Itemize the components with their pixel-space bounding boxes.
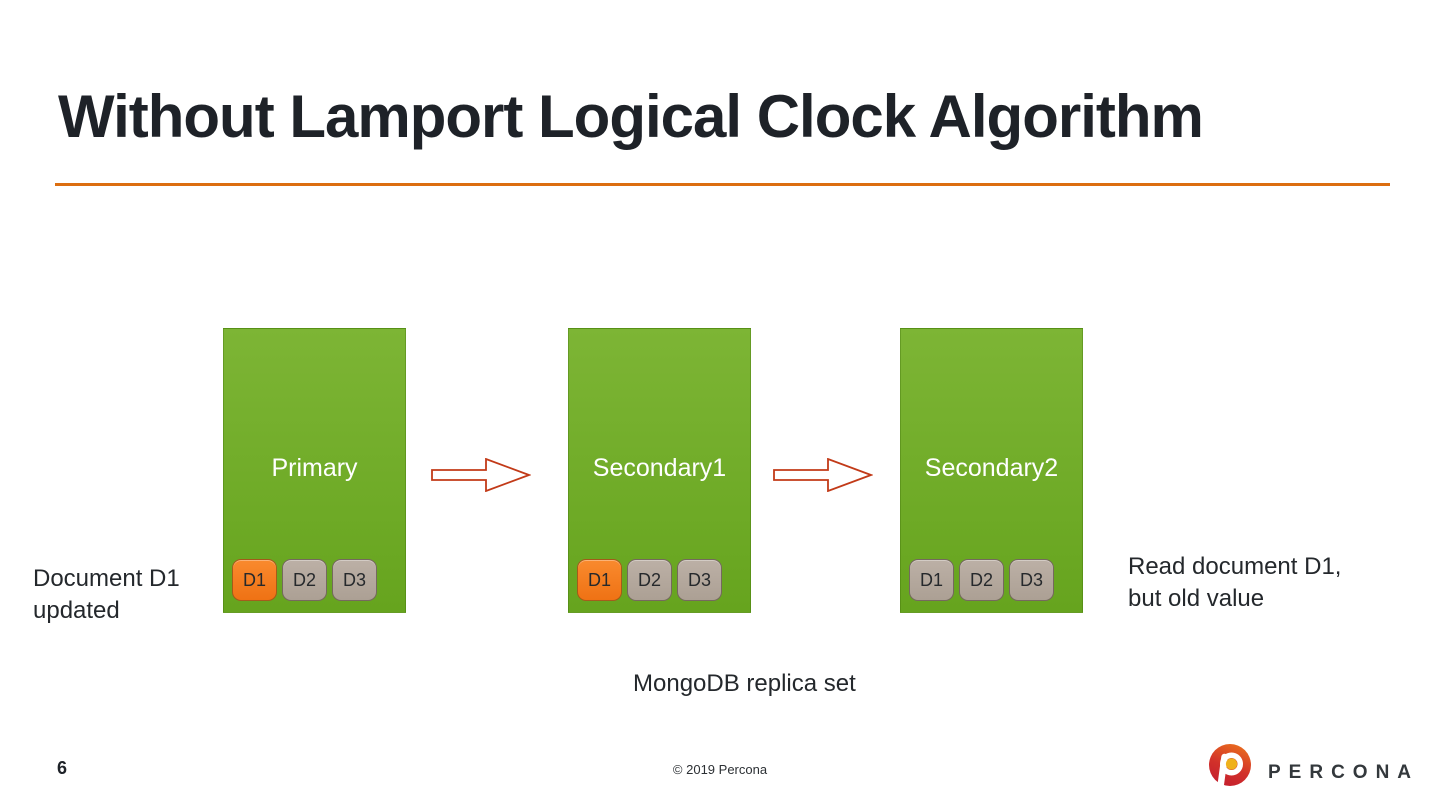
- replication-arrow-icon: [773, 458, 873, 492]
- node-label: Primary: [271, 453, 358, 482]
- doc-chip: D3: [677, 559, 722, 601]
- annotation-read-old-value: Read document D1, but old value: [1128, 553, 1342, 612]
- percona-logo: PERCONA: [1206, 742, 1419, 800]
- annotation-document-updated: Document D1 updated: [33, 565, 180, 624]
- doc-chip: D1: [909, 559, 954, 601]
- doc-chip: D1: [232, 559, 277, 601]
- node-label: Secondary1: [592, 453, 727, 482]
- page-number: 6: [57, 758, 68, 778]
- copyright: © 2019 Percona: [672, 762, 768, 777]
- title-rule: [55, 183, 1390, 186]
- node-primary: Primary D1 D2 D3: [223, 328, 406, 613]
- doc-chip: D2: [282, 559, 327, 601]
- replication-arrow-icon: [431, 458, 531, 492]
- doc-row: D1 D2 D3: [909, 559, 1054, 601]
- doc-chip: D3: [332, 559, 377, 601]
- doc-chip: D1: [577, 559, 622, 601]
- percona-logo-icon: [1209, 744, 1251, 798]
- percona-wordmark: PERCONA: [1268, 762, 1420, 783]
- doc-chip: D3: [1009, 559, 1054, 601]
- node-label: Secondary2: [924, 453, 1059, 482]
- node-secondary2: Secondary2 D1 D2 D3: [900, 328, 1083, 613]
- node-secondary1: Secondary1 D1 D2 D3: [568, 328, 751, 613]
- slide-title: Without Lamport Logical Clock Algorithm: [58, 83, 1204, 150]
- doc-chip: D2: [627, 559, 672, 601]
- doc-chip: D2: [959, 559, 1004, 601]
- diagram-caption: MongoDB replica set: [633, 670, 856, 697]
- doc-row: D1 D2 D3: [577, 559, 722, 601]
- doc-row: D1 D2 D3: [232, 559, 377, 601]
